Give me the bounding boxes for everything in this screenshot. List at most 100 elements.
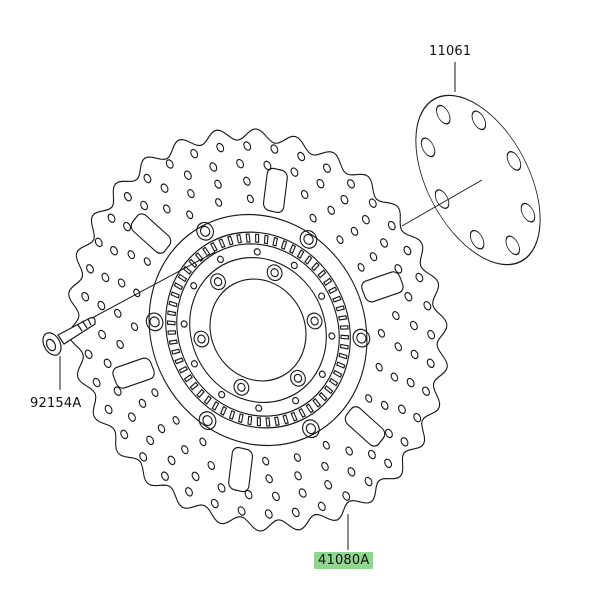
drill-hole <box>157 424 166 434</box>
drill-hole <box>270 144 279 154</box>
drill-hole <box>262 456 270 466</box>
drill-hole <box>143 257 151 266</box>
drill-hole <box>323 163 331 173</box>
hub-boss <box>290 369 306 387</box>
float-button-core <box>305 423 317 435</box>
float-button-core <box>149 316 160 328</box>
cooling-slot <box>130 213 172 254</box>
part-number-label-gasket[interactable]: 11061 <box>429 44 472 59</box>
drill-hole <box>183 170 192 180</box>
abs-tooth <box>339 343 349 350</box>
center-bore <box>209 278 307 382</box>
abs-tooth <box>318 391 328 402</box>
abs-tooth <box>256 417 261 427</box>
abs-tooth <box>298 408 307 418</box>
drill-hole <box>151 388 159 397</box>
abs-tooth <box>328 377 339 387</box>
drill-hole <box>133 288 141 298</box>
carrier-hole <box>290 261 298 270</box>
abs-tooth <box>304 255 313 265</box>
drill-hole <box>298 488 307 498</box>
part-number-label-bolt[interactable]: 92154A <box>30 396 82 411</box>
abs-tooth <box>182 265 192 275</box>
bolt[interactable] <box>39 317 96 359</box>
abs-tooth <box>189 381 199 391</box>
gasket-hole <box>506 151 522 171</box>
gasket-bolt-holes <box>420 104 536 256</box>
abs-tooth <box>272 236 279 247</box>
drill-hole <box>368 198 377 208</box>
leader-lines <box>59 62 483 550</box>
drill-hole <box>120 429 129 440</box>
drill-hole <box>427 329 436 340</box>
drill-hole <box>127 250 136 260</box>
drill-hole <box>291 507 300 518</box>
drill-hole <box>367 449 376 460</box>
carrier-hole <box>318 370 326 379</box>
drill-hole <box>406 377 415 388</box>
drill-hole <box>207 460 216 471</box>
drill-hole <box>191 471 200 482</box>
float-button-core <box>199 225 211 237</box>
hub-bolt-hole <box>293 373 303 383</box>
drill-hole <box>364 476 373 487</box>
drill-hole <box>392 311 400 321</box>
brake-disc[interactable] <box>0 62 518 598</box>
float-button <box>196 221 214 241</box>
drill-hole <box>327 205 335 215</box>
abs-tooth <box>227 235 234 246</box>
abs-tooth <box>203 395 212 405</box>
drill-hole <box>410 349 419 360</box>
abs-tooth <box>167 330 177 335</box>
abs-tooth <box>173 282 184 291</box>
float-button <box>299 229 318 249</box>
abs-tooth <box>247 415 253 426</box>
drill-hole <box>415 272 424 283</box>
float-button-core <box>202 415 213 427</box>
drill-hole <box>316 178 325 189</box>
gasket[interactable] <box>390 75 566 285</box>
drill-hole <box>400 437 409 447</box>
gasket-hole <box>469 229 485 250</box>
carrier-inner-ring <box>189 256 327 404</box>
carrier-hole <box>218 390 226 399</box>
abs-tooth <box>273 416 280 426</box>
drill-hole <box>167 455 176 466</box>
drill-hole <box>409 320 418 331</box>
drill-hole <box>160 183 169 193</box>
brake-disc-drill-holes <box>80 141 436 519</box>
drill-hole <box>123 221 132 232</box>
drill-hole <box>369 252 378 262</box>
abs-tooth <box>245 233 251 243</box>
drill-hole <box>294 471 302 481</box>
drill-hole <box>84 349 93 359</box>
abs-tooth <box>168 339 178 345</box>
gasket-hole <box>420 137 436 158</box>
drill-hole <box>130 322 139 332</box>
drill-hole <box>365 394 373 403</box>
drill-hole <box>210 498 219 509</box>
drill-hole <box>92 377 101 388</box>
drill-hole <box>163 204 171 214</box>
drill-hole <box>113 308 122 318</box>
drill-hole <box>181 445 189 455</box>
abs-tooth <box>211 400 220 411</box>
drill-hole <box>104 404 113 415</box>
drill-hole <box>110 245 118 256</box>
drill-hole <box>209 162 218 172</box>
drill-hole <box>293 453 301 462</box>
drill-hole <box>116 339 124 349</box>
part-number-label-brake-disc[interactable]: 41080A <box>314 552 374 569</box>
cooling-slot <box>262 167 288 214</box>
drill-hole <box>290 167 299 177</box>
drill-hole <box>186 210 194 220</box>
drill-hole <box>103 358 112 369</box>
abs-tooth <box>288 244 297 255</box>
carrier-hole <box>328 332 336 340</box>
drill-hole <box>265 474 273 484</box>
abs-tooth <box>312 398 322 408</box>
drill-hole <box>390 372 399 382</box>
gasket-hole <box>434 189 450 209</box>
bolt-thread <box>87 318 92 326</box>
abs-tooth <box>218 238 226 249</box>
